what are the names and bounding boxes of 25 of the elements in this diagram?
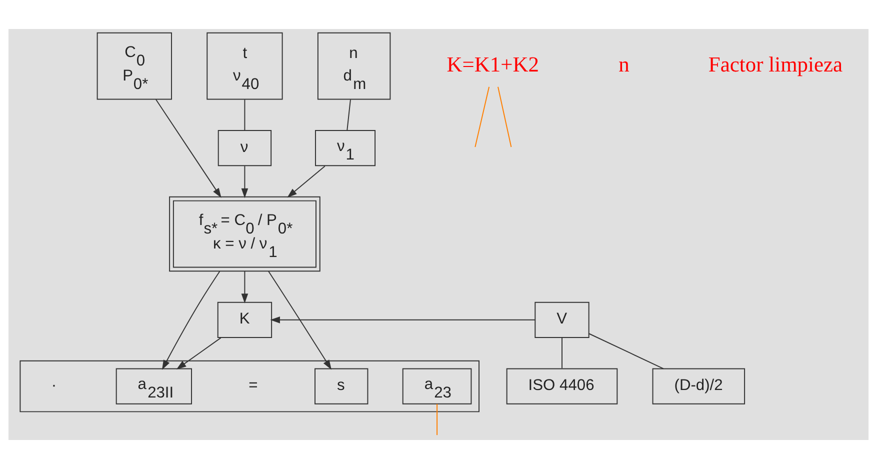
label: = xyxy=(248,376,258,394)
arrow xyxy=(241,165,248,198)
connector xyxy=(498,86,512,147)
label: Factor limpieza xyxy=(708,52,843,76)
node-box: K xyxy=(217,301,272,338)
node-text: K=K1+K2 xyxy=(446,52,539,76)
arrow xyxy=(176,336,222,369)
arrow xyxy=(155,98,222,198)
connector xyxy=(588,332,664,369)
arrow xyxy=(270,316,536,323)
node-box: s xyxy=(314,368,368,404)
arrow xyxy=(268,270,332,370)
arrow xyxy=(162,270,220,370)
connector xyxy=(244,98,246,130)
node-box: V xyxy=(534,301,590,338)
arrow xyxy=(287,165,326,198)
connector xyxy=(474,86,490,147)
label: · xyxy=(51,376,57,394)
label: n xyxy=(618,52,630,76)
node-box: ISO 4406 xyxy=(506,368,618,404)
connector xyxy=(346,98,351,130)
connector xyxy=(436,403,438,436)
node-box: (D-d)/2 xyxy=(652,368,746,404)
node-box: ν xyxy=(218,130,272,166)
arrow xyxy=(241,270,248,303)
